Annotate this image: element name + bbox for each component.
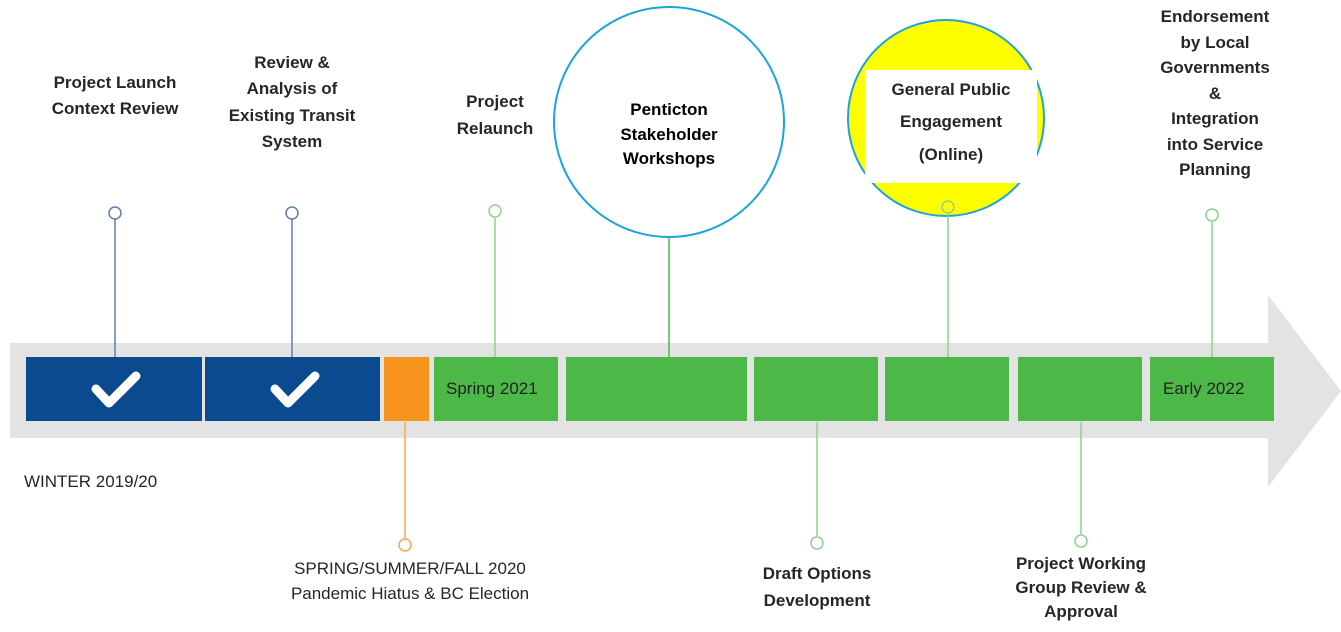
milestone-project-relaunch-label: Project Relaunch xyxy=(435,88,555,142)
hiatus-line-1: SPRING/SUMMER/FALL 2020 xyxy=(294,559,526,578)
milestone-text-line: Stakeholder xyxy=(620,124,718,144)
milestone-text-line: Project Launch xyxy=(53,73,177,92)
milestone-text-line: Governments xyxy=(1160,58,1270,77)
check-icon xyxy=(91,371,141,408)
marker-endorsement xyxy=(1205,208,1219,222)
milestone-text-line: Penticton xyxy=(630,100,708,119)
milestone-text-line: Relaunch xyxy=(456,119,534,139)
milestone-text-line: Endorsement xyxy=(1160,7,1270,26)
segment-label-spring-2021: Spring 2021 xyxy=(446,379,538,398)
milestone-text-line: into Service xyxy=(1166,134,1264,154)
segment-early-2022 xyxy=(1150,357,1274,421)
milestone-review-analysis-label: Review & Analysis of Existing Transit Sy… xyxy=(207,50,377,155)
milestone-text-line: Context Review xyxy=(51,99,179,119)
milestone-text-line: System xyxy=(261,132,323,152)
milestone-text-line: Project xyxy=(466,92,524,111)
milestone-text-line: General Public xyxy=(891,80,1011,99)
marker-draft-options xyxy=(810,536,824,550)
milestone-text-line: by Local xyxy=(1180,32,1250,52)
milestone-text-line: Engagement xyxy=(899,112,1003,132)
milestone-text-line: Planning xyxy=(1179,160,1251,179)
milestone-text-line: Approval xyxy=(1044,601,1118,621)
marker-public-engagement xyxy=(941,200,955,214)
segment-project-launch xyxy=(26,357,202,421)
segment-draft-options xyxy=(754,357,878,421)
segment-review-analysis xyxy=(205,357,380,421)
marker-project-launch xyxy=(108,206,122,220)
segment-hiatus xyxy=(384,357,429,421)
milestone-public-engagement-label: General Public Engagement (Online) xyxy=(866,74,1036,171)
public-engagement-label-box xyxy=(865,70,1037,183)
timeline-start-label: WINTER 2019/20 xyxy=(24,472,158,491)
milestone-text-line: Review & xyxy=(254,53,330,72)
milestone-text-line: (Online) xyxy=(918,144,984,164)
marker-hiatus xyxy=(398,538,412,552)
milestone-endorsement-label: Endorsement by Local Governments & Integ… xyxy=(1140,4,1290,183)
milestone-project-launch-label: Project Launch Context Review xyxy=(30,70,200,123)
segment-label-early-2022: Early 2022 xyxy=(1163,379,1245,398)
milestone-stakeholder-workshops-label: Penticton Stakeholder Workshops xyxy=(589,98,749,172)
hiatus-line-2: Pandemic Hiatus & BC Election xyxy=(290,583,530,603)
milestone-text-line: Development xyxy=(763,591,871,611)
milestone-text-line: Existing Transit xyxy=(228,105,356,125)
milestone-text-line: Integration xyxy=(1171,109,1259,128)
marker-project-relaunch xyxy=(488,204,502,218)
milestone-draft-options-label: Draft Options Development xyxy=(727,560,907,614)
milestone-text-line: Draft Options xyxy=(762,564,872,583)
hiatus-label: SPRING/SUMMER/FALL 2020 Pandemic Hiatus … xyxy=(245,557,575,606)
segment-spring-2021 xyxy=(434,357,558,421)
milestone-text-line: Analysis of xyxy=(246,79,338,99)
milestone-working-group-review-label: Project Working Group Review & Approval xyxy=(991,552,1171,623)
milestone-text-line: & xyxy=(1208,83,1222,103)
segment-public-engagement xyxy=(885,357,1009,421)
milestone-text-line: Workshops xyxy=(622,149,716,169)
marker-working-group-review xyxy=(1074,534,1088,548)
milestone-text-line: Project Working xyxy=(1015,554,1147,573)
milestone-text-line: Group Review & xyxy=(1015,577,1147,597)
marker-review-analysis xyxy=(285,206,299,220)
segment-stakeholder-workshops xyxy=(566,357,747,421)
segment-working-group-review xyxy=(1018,357,1142,421)
check-icon xyxy=(270,371,320,408)
